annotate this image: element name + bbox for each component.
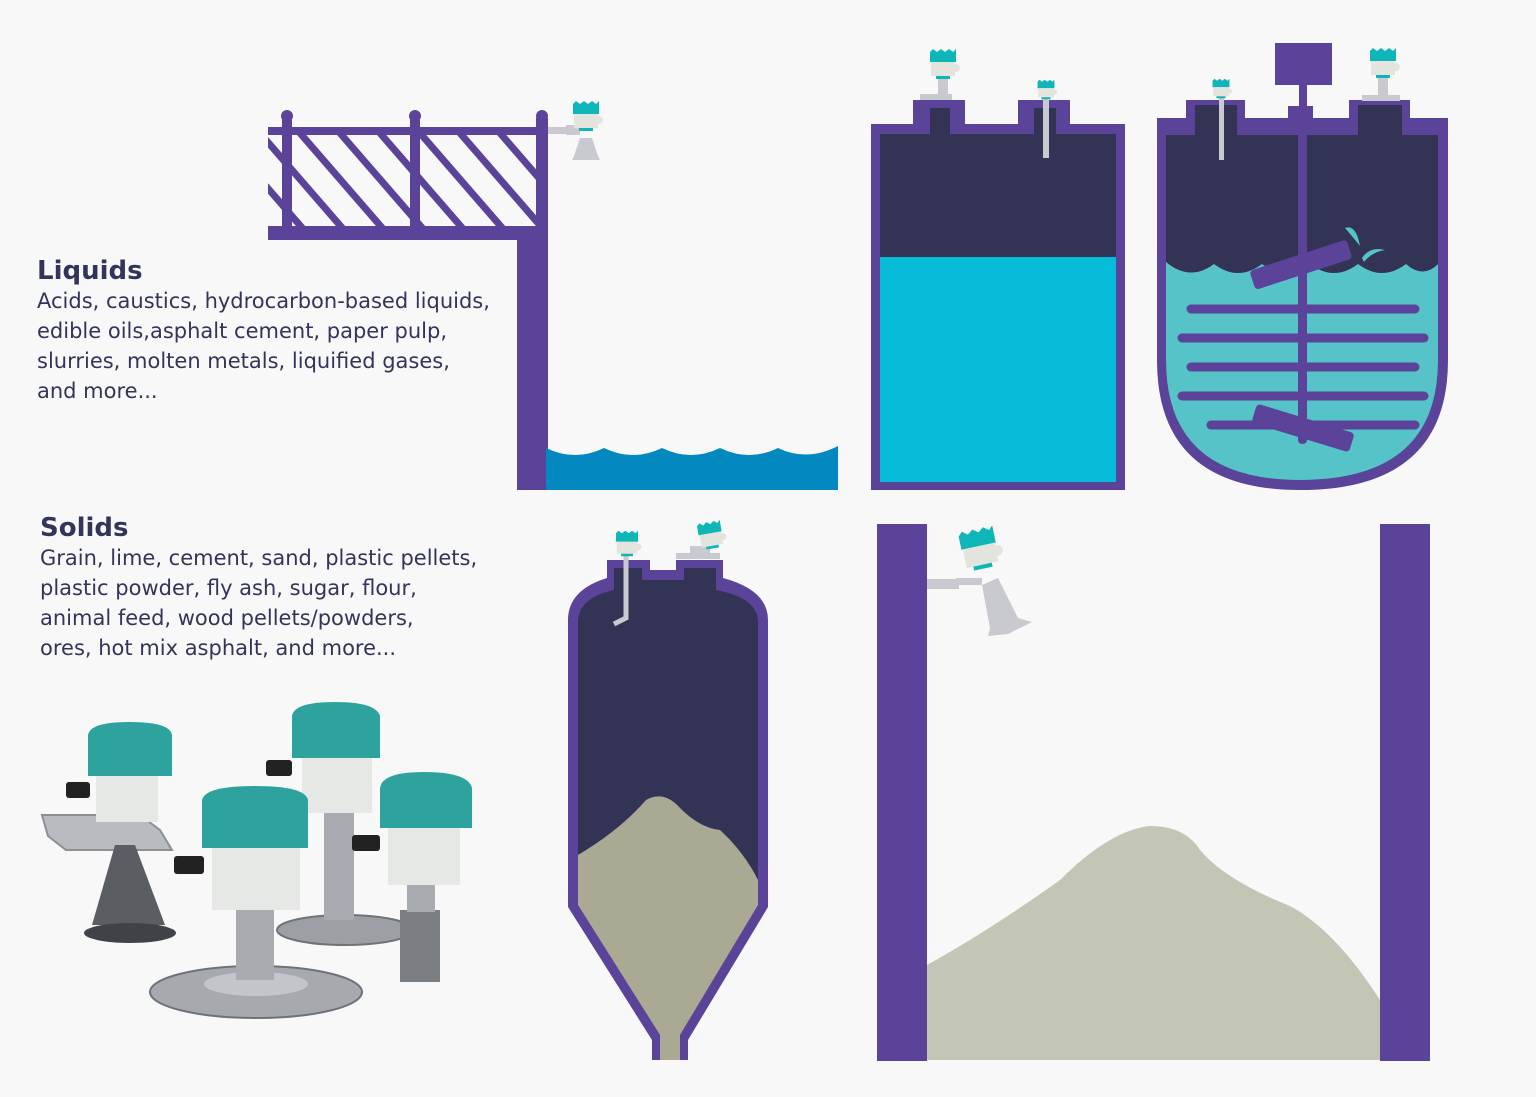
sensor-head-icon — [573, 101, 603, 131]
impeller-upper — [1250, 240, 1352, 289]
basin-wall — [517, 226, 548, 490]
silo-radar-sensor — [676, 519, 728, 559]
liquid-storage-tank — [871, 49, 1125, 490]
horn-radar-sensor — [548, 101, 603, 160]
silo — [568, 519, 768, 1060]
product-rod-antenna — [266, 702, 414, 946]
product-flange-antenna — [149, 786, 363, 1019]
baffles — [1177, 304, 1429, 430]
impeller-lower — [1252, 404, 1354, 452]
liquid-level — [880, 257, 1116, 482]
solids-heading: Solids — [40, 513, 129, 543]
liquids-description: Acids, caustics, hydrocarbon-based liqui… — [37, 289, 490, 403]
radar-transmitters-photo — [40, 702, 472, 1019]
splash-icon — [1345, 227, 1360, 246]
water-surface — [546, 446, 838, 490]
bin-horn-radar-sensor — [927, 524, 1032, 636]
motor-box — [1275, 43, 1332, 85]
solids-description: Grain, lime, cement, sand, plastic pelle… — [40, 546, 478, 660]
silo-material — [578, 796, 758, 1060]
guided-wave-probe — [1037, 79, 1058, 158]
reactor-probe-sensor — [1212, 78, 1233, 160]
solids-section: Solids Grain, lime, cement, sand, plasti… — [40, 513, 510, 663]
radar-sensor — [920, 49, 960, 100]
stockpile — [927, 826, 1380, 1060]
stockpile-bin — [877, 524, 1430, 1061]
product-horn-antenna — [40, 722, 176, 943]
fence — [268, 110, 548, 240]
liquids-heading: Liquids — [37, 256, 143, 286]
reactor-radar-sensor — [1362, 48, 1400, 101]
product-threaded-antenna — [352, 772, 472, 982]
open-channel-scene — [268, 101, 838, 490]
bin-wall-right — [1380, 524, 1430, 1061]
silo-rod-sensor — [612, 530, 642, 627]
liquids-section: Liquids Acids, caustics, hydrocarbon-bas… — [37, 256, 517, 406]
reactor-vessel — [1157, 43, 1448, 490]
bin-wall-left — [877, 524, 927, 1061]
